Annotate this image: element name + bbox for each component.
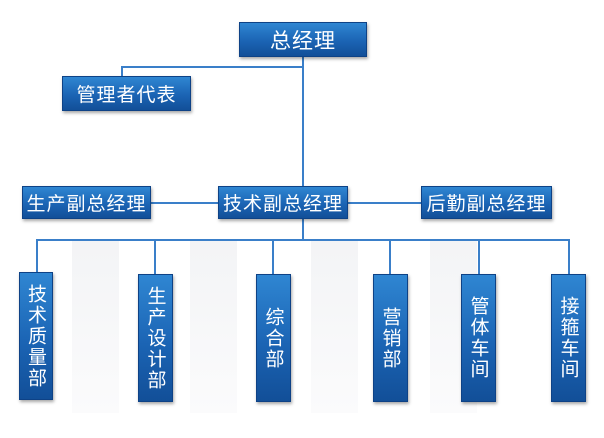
background-panel (72, 241, 119, 413)
technical-vp-label: 技术副总经理 (222, 193, 343, 215)
connector-dept-6 (568, 239, 570, 274)
background-panel (190, 241, 237, 413)
dept-label: 接箍车间 (557, 296, 580, 380)
dept-label: 管体车间 (467, 296, 490, 380)
dept-box-general-affairs: 综合部 (256, 274, 291, 402)
background-panel (311, 241, 358, 413)
connector-dept-5 (478, 239, 480, 274)
connector-dept-1 (36, 239, 38, 272)
dept-box-coupling-workshop: 接箍车间 (551, 274, 586, 402)
connector-rep-horizontal (121, 66, 303, 68)
production-vp-box: 生产副总经理 (22, 186, 151, 219)
connector-dept-bus (36, 239, 570, 241)
general-manager-label: 总经理 (270, 28, 336, 53)
dept-box-tech-quality: 技术质量部 (19, 272, 53, 400)
connector-rep-vertical (121, 66, 123, 76)
technical-vp-box: 技术副总经理 (218, 186, 348, 219)
logistics-vp-box: 后勤副总经理 (421, 186, 552, 219)
connector-vp-left (150, 202, 219, 204)
dept-label: 综合部 (262, 306, 285, 370)
logistics-vp-label: 后勤副总经理 (426, 193, 547, 215)
connector-gm-to-vp (302, 56, 304, 187)
connector-dept-4 (389, 239, 391, 274)
general-manager-box: 总经理 (239, 22, 367, 57)
connector-vp-right (347, 202, 422, 204)
dept-box-production-design: 生产设计部 (138, 274, 173, 402)
connector-dept-3 (272, 239, 274, 274)
management-representative-box: 管理者代表 (62, 76, 191, 111)
dept-label: 生产设计部 (144, 285, 167, 391)
dept-label: 技术质量部 (25, 283, 47, 389)
connector-vp-to-depts (302, 219, 304, 240)
dept-label: 营销部 (379, 306, 402, 370)
management-representative-label: 管理者代表 (76, 84, 177, 106)
dept-box-marketing: 营销部 (373, 274, 408, 402)
production-vp-label: 生产副总经理 (26, 193, 147, 215)
dept-box-pipe-workshop: 管体车间 (461, 274, 496, 402)
connector-dept-2 (154, 239, 156, 274)
